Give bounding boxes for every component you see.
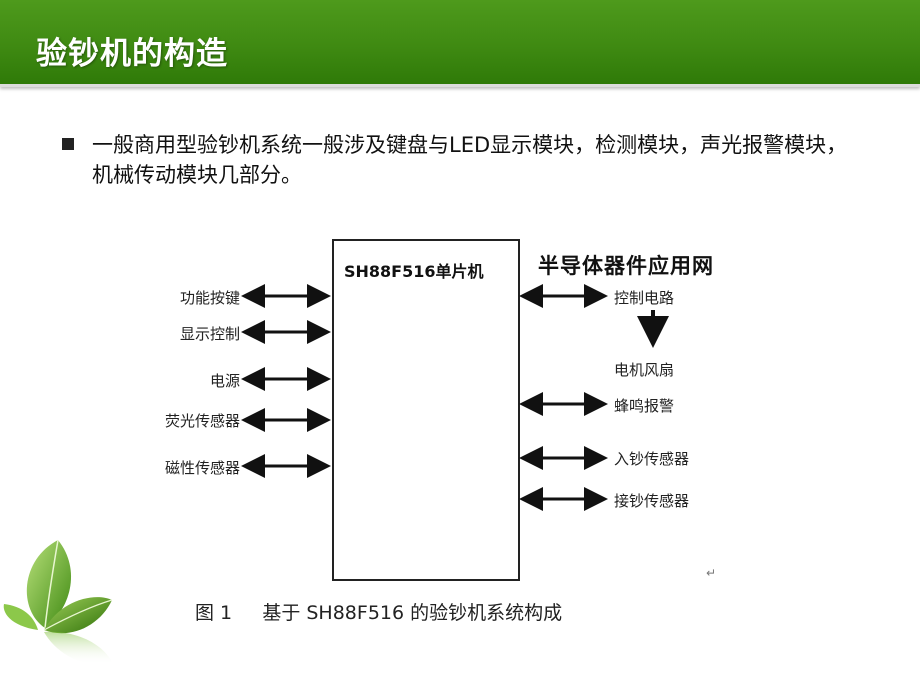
- left-label-4: 荧光传感器: [164, 412, 240, 430]
- watermark-text: 半导体器件应用网: [538, 254, 714, 278]
- right-label-4: 入钞传感器: [614, 450, 690, 468]
- title-bar: 验钞机的构造: [0, 0, 920, 87]
- left-label-1: 功能按键: [179, 289, 240, 307]
- figure-caption: 图 1 基于 SH88F516 的验钞机系统构成: [195, 602, 563, 624]
- diagram-graphics: [241, 239, 669, 581]
- right-label-3: 蜂鸣报警: [614, 397, 675, 415]
- right-label-2: 电机风扇: [614, 361, 675, 379]
- left-label-5: 磁性传感器: [164, 459, 240, 477]
- return-mark: ↵: [706, 566, 717, 580]
- left-label-2: 显示控制: [179, 325, 240, 343]
- leaf-icon: [3, 539, 113, 665]
- leaf-decoration: [0, 530, 140, 690]
- mcu-box: [332, 239, 520, 581]
- system-block-diagram: SH88F516单片机 半导体器件应用网 功能按键 显示控制 电源 荧光传感器 …: [140, 232, 740, 632]
- right-label-5: 接钞传感器: [614, 492, 690, 510]
- bullet-text: 一般商用型验钞机系统一般涉及键盘与LED显示模块，检测模块，声光报警模块，机械传…: [92, 133, 848, 187]
- bullet-square-icon: [62, 138, 74, 150]
- left-label-3: 电源: [209, 372, 240, 390]
- right-label-1: 控制电路: [614, 289, 675, 307]
- slide-title: 验钞机的构造: [36, 36, 228, 72]
- chip-label: SH88F516单片机: [344, 262, 484, 281]
